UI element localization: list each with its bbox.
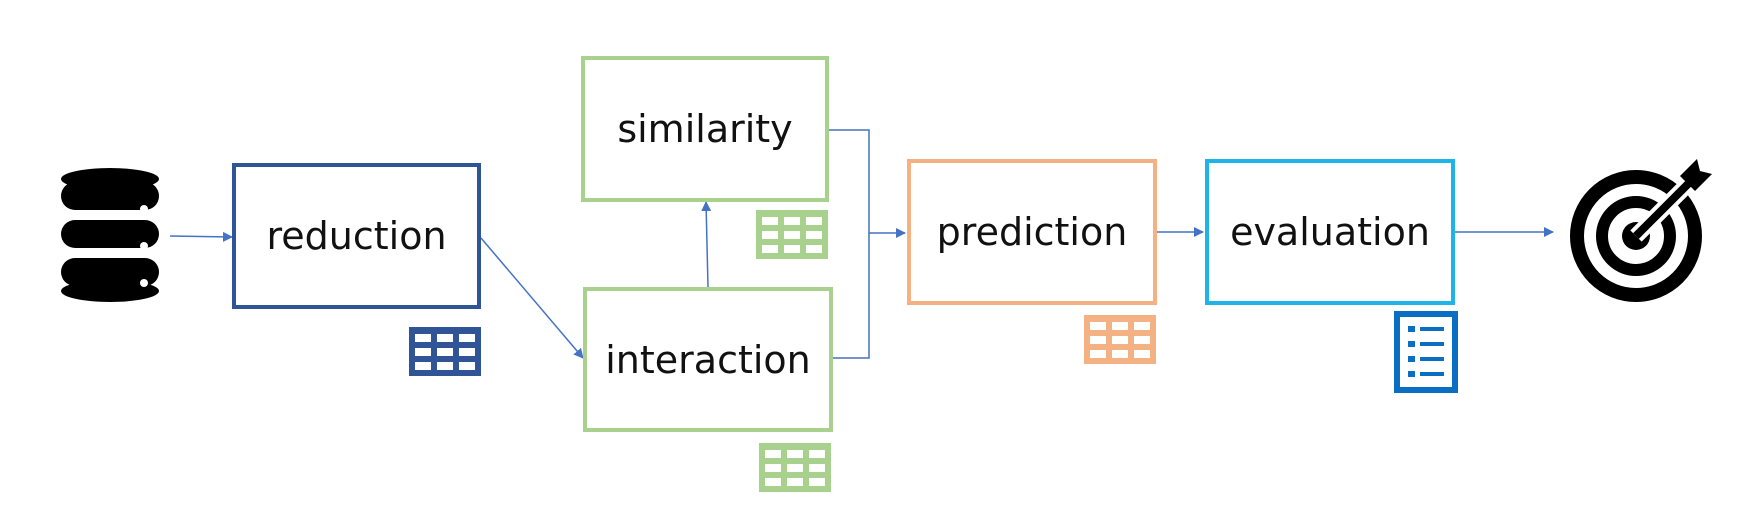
similarity-box: similarity: [581, 56, 829, 202]
list-document-icon: [1394, 311, 1458, 393]
arrow-interaction-to-similarity: [701, 201, 712, 288]
reduction-label: reduction: [266, 214, 447, 258]
reduction-box: reduction: [232, 163, 481, 309]
arrow-similarity-to-prediction: [829, 129, 906, 238]
table-icon: [1084, 315, 1156, 364]
table-icon: [409, 327, 481, 376]
prediction-box: prediction: [907, 159, 1157, 305]
evaluation-box: evaluation: [1205, 159, 1455, 305]
table-icon: [756, 210, 828, 259]
table-icon: [759, 443, 831, 492]
arrow-reduction-to-interaction: [480, 237, 584, 359]
interaction-box: interaction: [583, 287, 833, 432]
similarity-label: similarity: [617, 107, 793, 151]
evaluation-label: evaluation: [1230, 210, 1430, 254]
prediction-label: prediction: [936, 210, 1128, 254]
interaction-label: interaction: [605, 337, 811, 382]
connector-interaction-to-prediction: [833, 233, 870, 359]
arrow-source-to-reduction: [169, 231, 233, 242]
